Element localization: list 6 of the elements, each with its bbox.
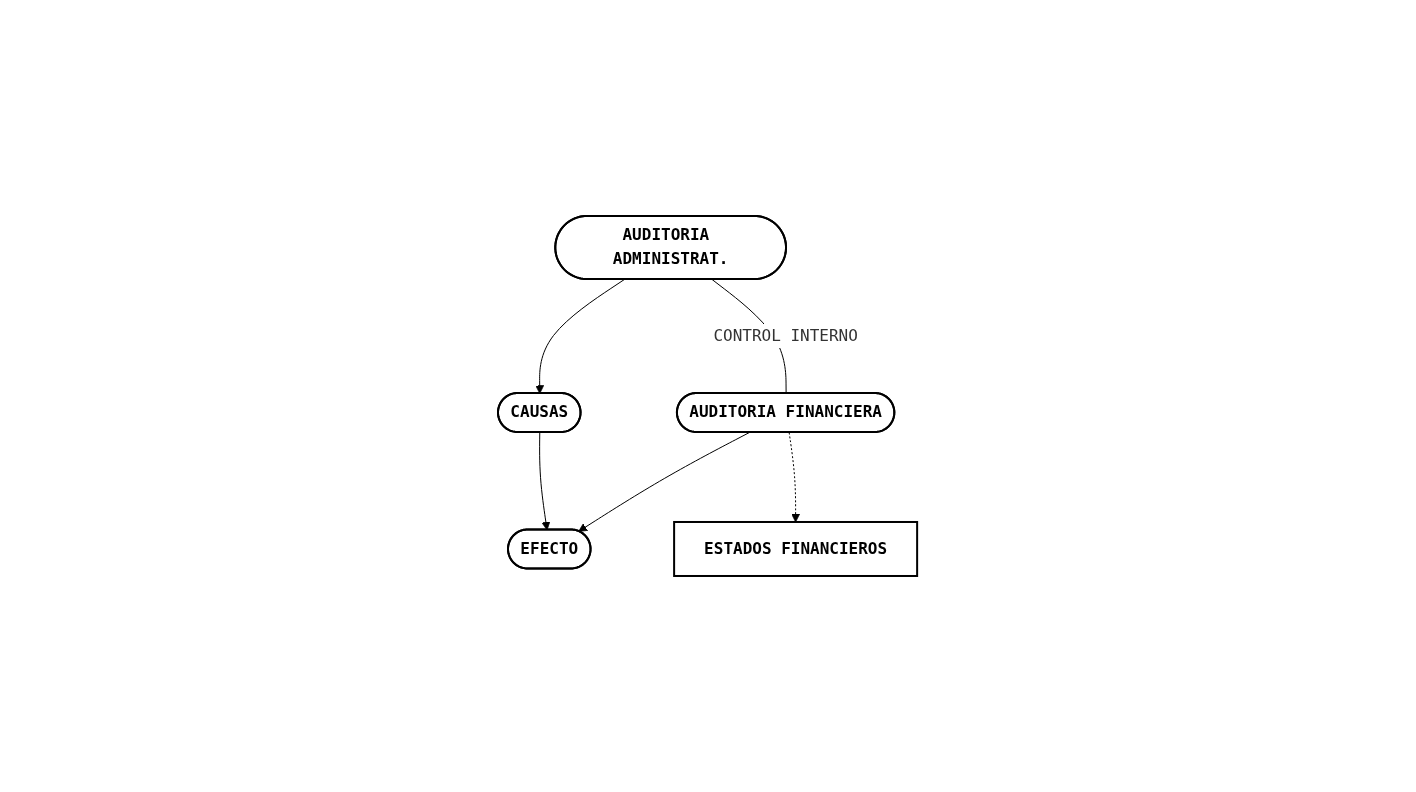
arrow bbox=[539, 432, 551, 531]
arrow bbox=[535, 279, 626, 394]
arrow bbox=[578, 432, 751, 532]
arrow bbox=[789, 432, 801, 523]
edge-label: CONTROL INTERNO bbox=[713, 326, 859, 345]
node-box: ESTADOS FINANCIEROS bbox=[673, 521, 919, 577]
